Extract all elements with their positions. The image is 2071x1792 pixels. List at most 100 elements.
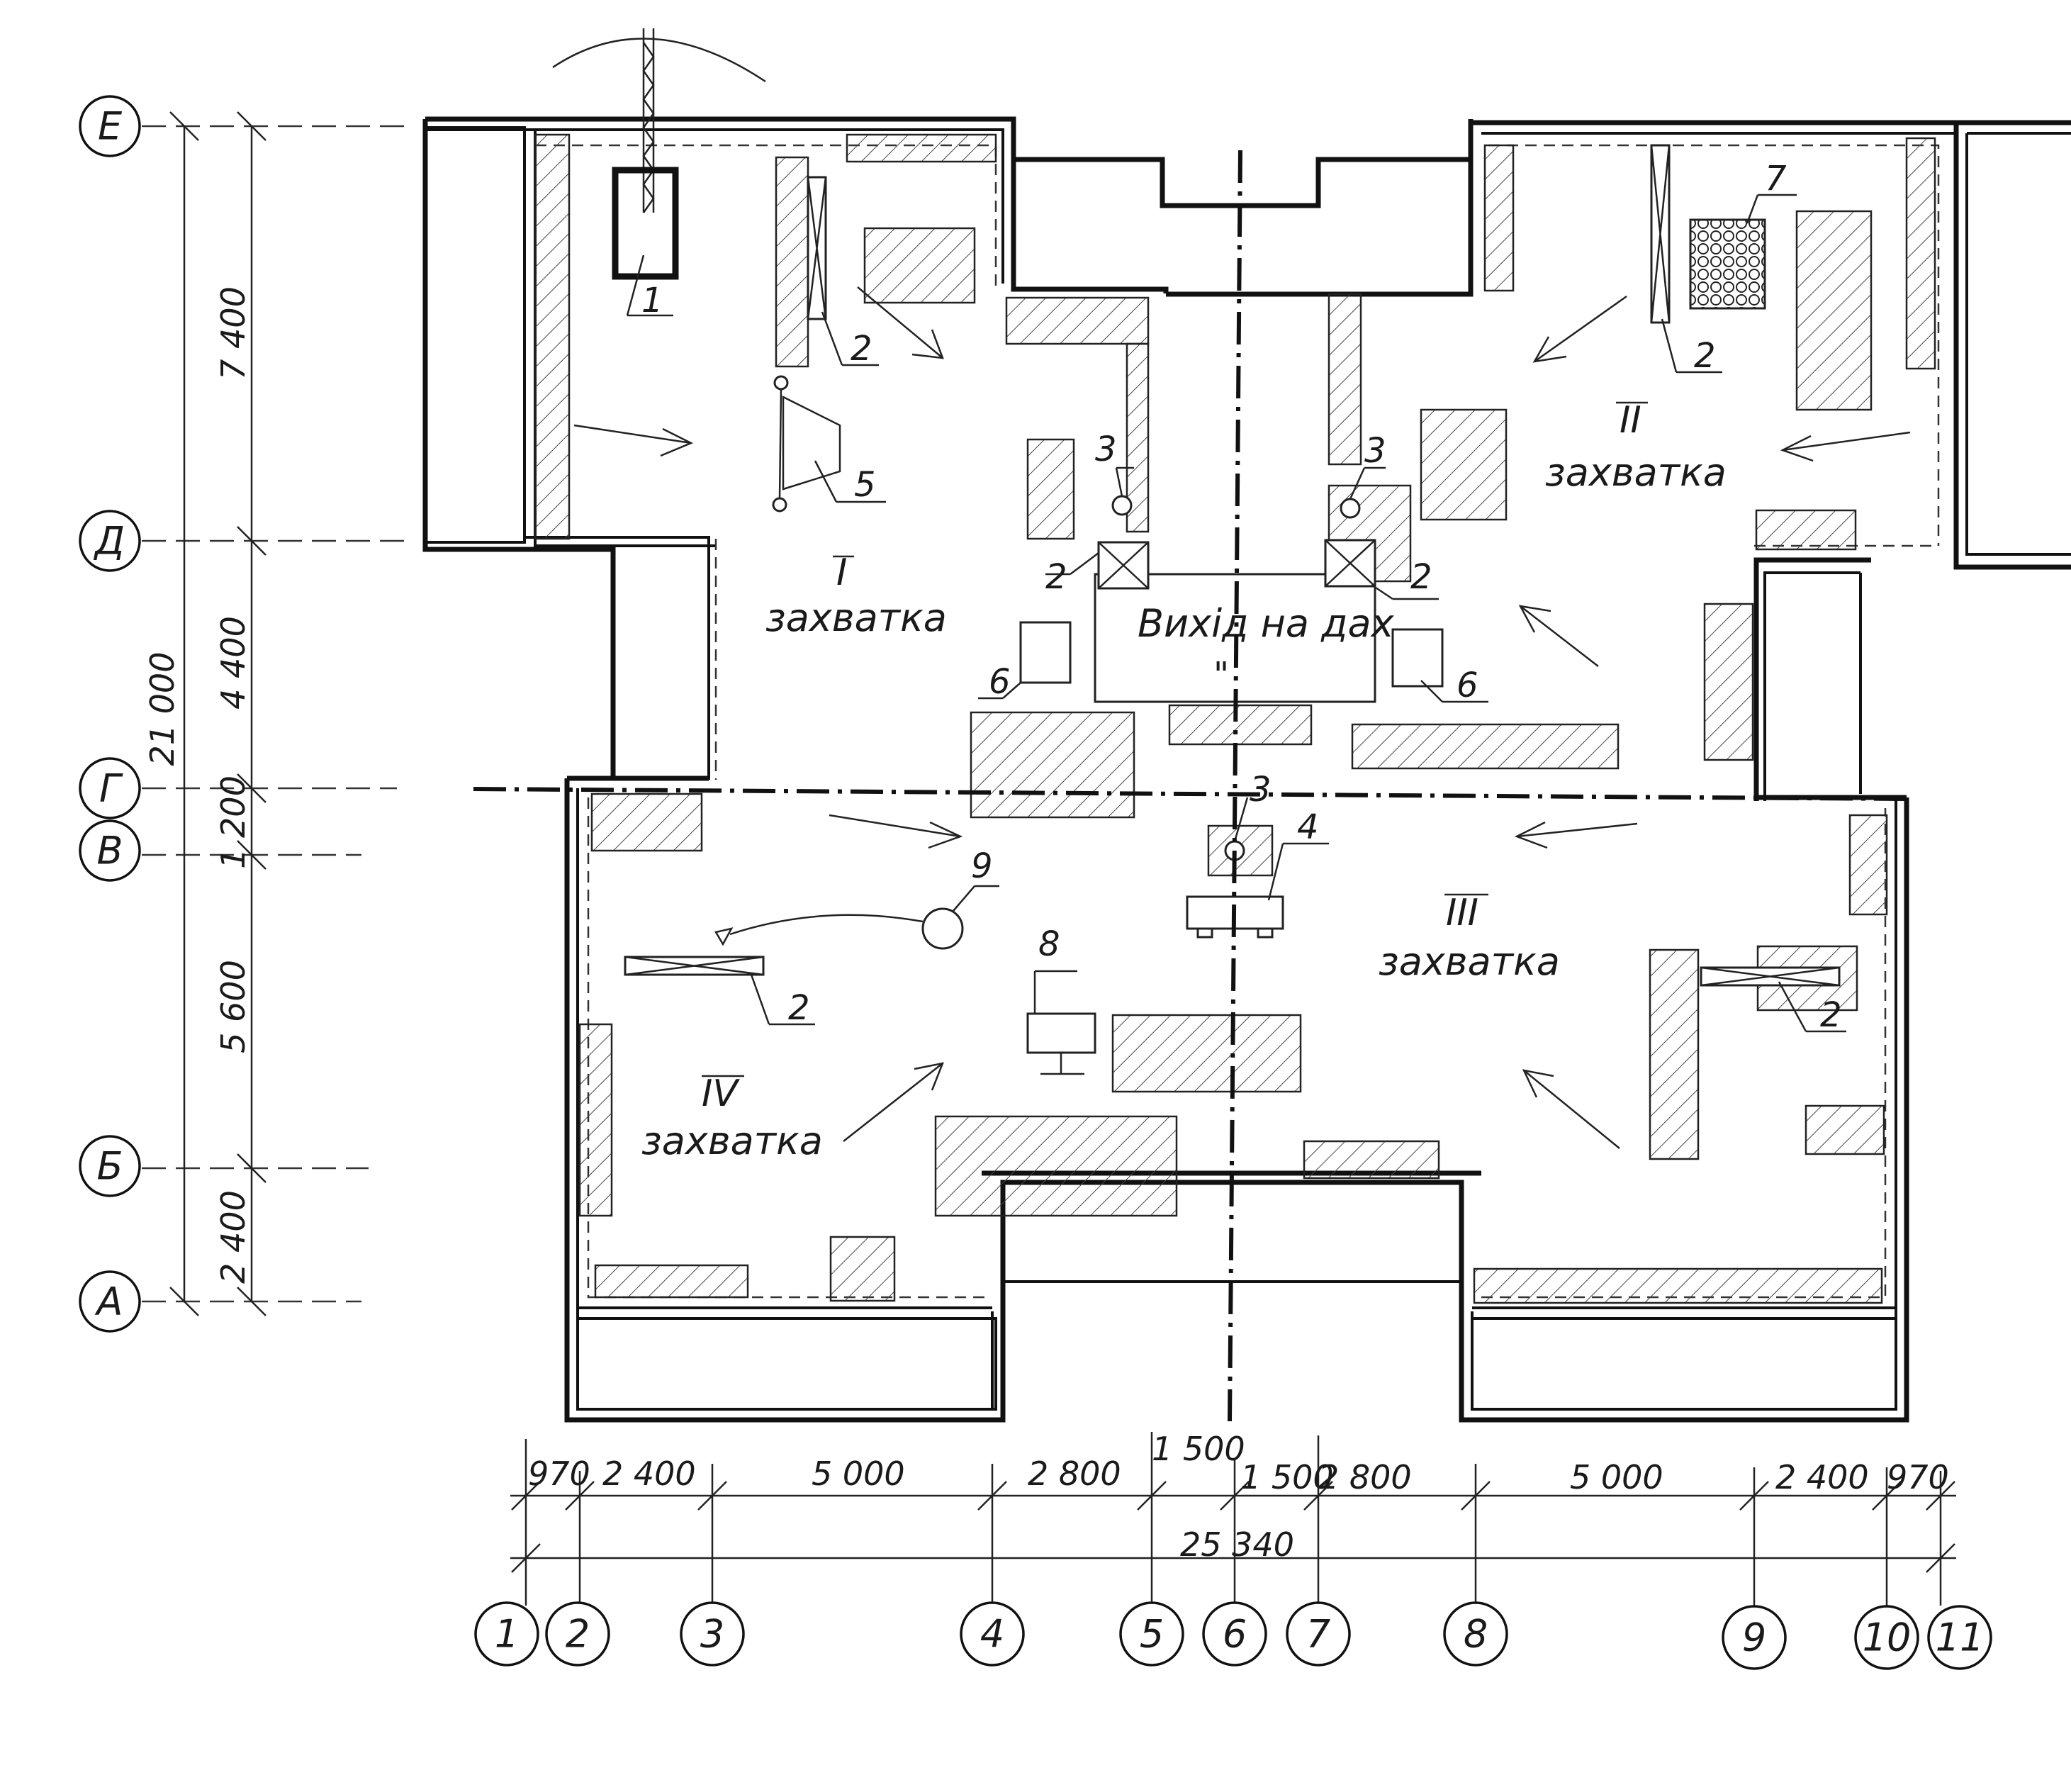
bottom-dimension: 2 800 — [1318, 1458, 1412, 1496]
callout-2: 2 — [1045, 557, 1067, 597]
callout-2: 2 — [851, 329, 872, 369]
column-axis-label: 3 — [700, 1612, 724, 1657]
leader-line — [626, 254, 645, 316]
material-stack — [1420, 408, 1508, 521]
material-stack — [1795, 210, 1873, 411]
row-grid-lines — [142, 125, 411, 1303]
material-stack — [846, 133, 997, 163]
zone-name: захватка — [641, 1119, 823, 1163]
workbench-8 — [1026, 970, 1096, 1075]
material-stack — [1111, 1014, 1302, 1093]
bottom-dimension-lines — [510, 1432, 1956, 1606]
callout-5: 5 — [854, 465, 876, 505]
vertical-dimension-d-g: 4 400 — [214, 616, 252, 710]
zone-roman: II — [1620, 399, 1641, 442]
material-stack — [1805, 1104, 1885, 1155]
vertical-dimension-b-a: 2 400 — [214, 1190, 252, 1284]
callout-8: 8 — [1038, 924, 1060, 964]
stray-mark: " — [1213, 655, 1229, 695]
box-6 — [1391, 628, 1488, 703]
callout-6: 6 — [1457, 666, 1478, 705]
zone-roman: III — [1446, 892, 1478, 934]
zone-I-label: I захватка — [765, 551, 947, 640]
bottom-total-dimension: 25 340 — [1180, 1525, 1294, 1564]
material-stack — [590, 793, 703, 852]
point-3 — [1111, 466, 1134, 516]
material-stack — [1351, 723, 1620, 770]
callout-4: 4 — [1297, 807, 1319, 847]
hoist — [552, 28, 766, 280]
vertical-dimension-g-v: 1 200 — [214, 775, 252, 869]
zone-name: захватка — [1545, 450, 1727, 495]
bottom-dimension: 2 800 — [1028, 1455, 1121, 1493]
column-axis-label: 6 — [1223, 1612, 1247, 1657]
bottom-dimension: 2 400 — [602, 1455, 696, 1493]
row-axis-label: Г — [99, 766, 123, 811]
bottom-dimension: 970 — [528, 1455, 590, 1493]
material-stack — [1755, 509, 1857, 551]
material-stacks — [534, 133, 1936, 1304]
callout-3: 3 — [1095, 430, 1117, 469]
callout-2: 2 — [1694, 336, 1716, 376]
material-stack — [1005, 296, 1150, 345]
bottom-dimension: 1 500 — [1152, 1430, 1245, 1468]
zone-IV-label: IV захватка — [641, 1073, 823, 1163]
movement-arrows — [573, 286, 1911, 1149]
zone-divider-horizontal — [473, 787, 1907, 801]
callout-3: 3 — [1364, 431, 1386, 471]
column-axis-label: 7 — [1306, 1612, 1330, 1657]
row-axis-label: А — [95, 1279, 123, 1324]
material-stack — [534, 133, 571, 540]
material-stack — [1703, 603, 1754, 761]
pallet-7 — [1689, 194, 1797, 310]
callout-2: 2 — [1820, 995, 1842, 1035]
box-6 — [978, 621, 1072, 700]
bottom-dimension: 2 400 — [1775, 1458, 1869, 1496]
row-axis-label: В — [96, 829, 123, 873]
roof-exit-label: Вихід на дах — [1138, 601, 1395, 646]
zone-name: захватка — [1379, 939, 1560, 984]
material-stack — [1473, 1267, 1883, 1304]
winch-5 — [772, 375, 886, 513]
bottom-dimension: 970 — [1887, 1458, 1949, 1496]
material-stack — [1126, 342, 1150, 533]
material-stack — [775, 156, 809, 368]
callout-2: 2 — [1410, 557, 1432, 597]
material-stack — [1328, 293, 1362, 466]
callout-3: 3 — [1250, 770, 1272, 810]
material-stack — [1848, 814, 1888, 916]
vertical-dimension-v-b: 5 600 — [214, 960, 252, 1053]
point-3 — [1340, 466, 1386, 519]
vertical-total-dimension: 21 000 — [143, 652, 181, 766]
material-stack — [863, 227, 976, 304]
column-axis-label: 1 — [495, 1612, 519, 1657]
row-axis-label: Е — [98, 104, 123, 149]
callout-7: 7 — [1765, 159, 1787, 198]
container-2 — [1650, 144, 1722, 374]
container-2 — [1324, 539, 1439, 600]
column-axis-label: 2 — [566, 1612, 590, 1657]
column-axis-label: 8 — [1464, 1612, 1488, 1657]
material-stack — [1168, 704, 1313, 746]
zone-roman: I — [836, 551, 847, 594]
zone-II-label: II захватка — [1545, 399, 1727, 495]
column-axis-markers: 1 2 3 4 5 6 7 8 9 10 11 — [474, 1601, 1992, 1670]
zone-name: захватка — [765, 595, 947, 640]
row-axis-label: Б — [96, 1144, 123, 1189]
container-2 — [1045, 541, 1150, 590]
material-stack — [594, 1264, 749, 1299]
material-stack — [1483, 144, 1515, 292]
material-stack — [578, 1023, 613, 1217]
column-axis-label: 11 — [1936, 1615, 1985, 1660]
bottom-dimension: 5 000 — [1570, 1458, 1663, 1496]
container-2 — [1700, 966, 1846, 1033]
material-stack — [1649, 948, 1700, 1160]
pump-9 — [714, 885, 999, 950]
row-axis-label: Д — [94, 519, 125, 564]
column-axis-label: 9 — [1742, 1615, 1766, 1660]
zone-roman: IV — [702, 1073, 740, 1115]
zone-III-label: III захватка — [1379, 892, 1560, 984]
material-stack — [1905, 137, 1936, 370]
column-axis-label: 5 — [1140, 1612, 1164, 1657]
